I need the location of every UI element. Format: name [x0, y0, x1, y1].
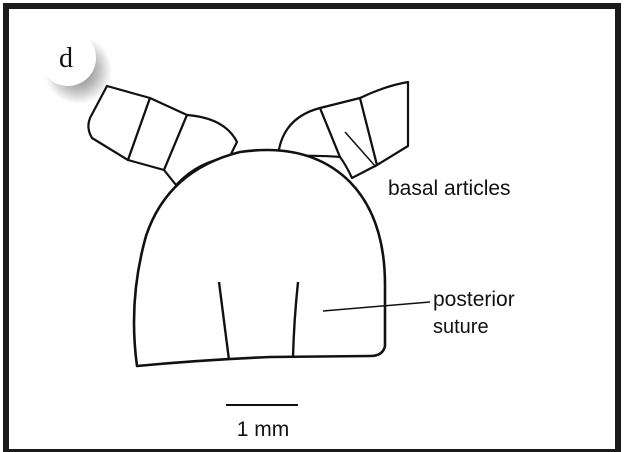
label-suture: suture	[433, 316, 489, 338]
panel-letter: d	[59, 43, 73, 74]
label-basal-articles: basal articles	[388, 177, 511, 200]
scale-bar-label: 1 mm	[237, 418, 290, 441]
label-posterior: posterior	[433, 288, 515, 311]
